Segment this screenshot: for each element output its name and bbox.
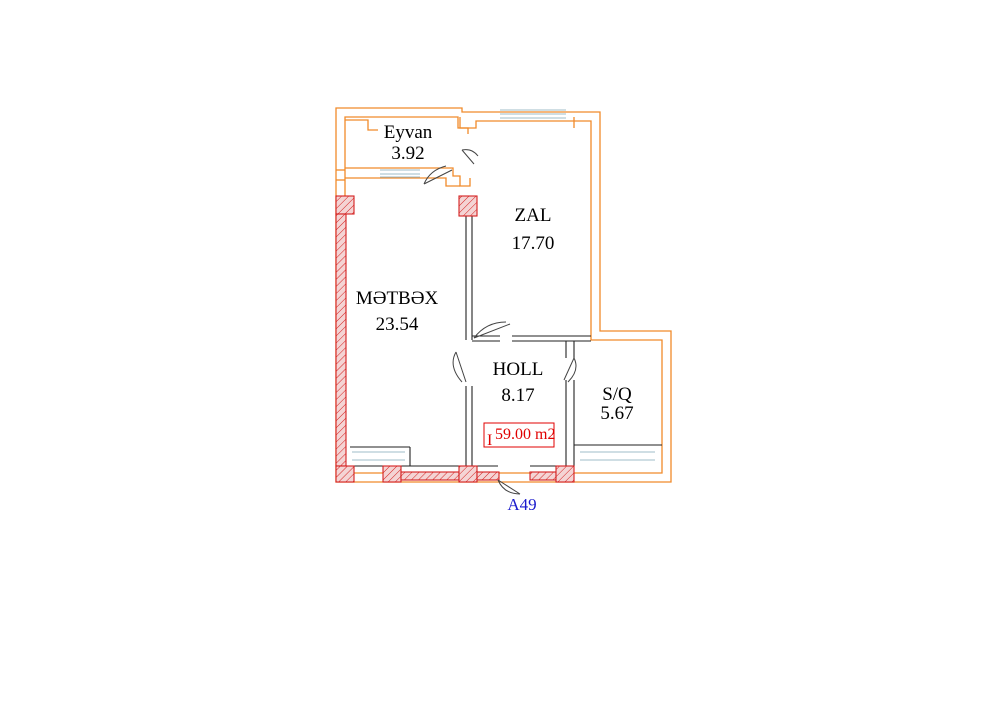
door-zal-eyvan [461, 149, 479, 165]
room-area-metbex: 23.54 [376, 314, 419, 335]
room-area-eyvan: 3.92 [391, 143, 424, 164]
door-metbex [452, 351, 467, 383]
room-area-zal: 17.70 [512, 233, 555, 254]
total-area-value: 59.00 m2 [495, 426, 555, 443]
column [382, 465, 402, 483]
hatched-columns [335, 195, 575, 483]
room-name-holl: HOLL [493, 359, 544, 380]
column [458, 465, 478, 483]
balcony-partition [345, 117, 575, 187]
room-name-metbex: MƏTBƏX [356, 288, 439, 309]
column [335, 195, 355, 215]
column [555, 465, 575, 483]
door-zal [473, 321, 511, 339]
room-area-sq: 5.67 [600, 403, 633, 424]
total-area-box: I 59.00 m2 [483, 422, 555, 449]
door-sq [563, 357, 577, 383]
room-name-zal: ZAL [515, 205, 552, 226]
unit-label: A49 [507, 495, 536, 514]
column [458, 195, 478, 217]
door-eyvan [423, 165, 453, 185]
column [529, 471, 557, 481]
total-area-prefix: I [487, 432, 492, 449]
door-entrance [497, 479, 521, 495]
windows [352, 109, 655, 461]
room-name-eyvan: Eyvan [384, 122, 433, 143]
room-area-holl: 8.17 [501, 385, 534, 406]
column [335, 465, 355, 483]
column [400, 471, 460, 481]
column [335, 213, 347, 467]
room-name-sq: S/Q [602, 384, 632, 405]
interior-walls [350, 216, 662, 467]
column [476, 471, 500, 481]
doors [423, 149, 577, 495]
